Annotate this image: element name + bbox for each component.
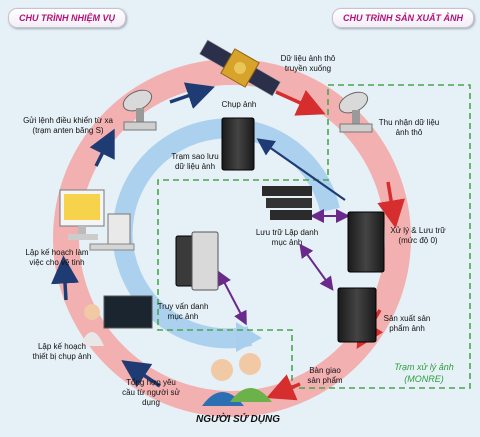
mission-cycle-header: CHU TRÌNH NHIỆM VỤ bbox=[8, 8, 126, 28]
server-icon bbox=[337, 287, 377, 343]
label-aggregate: Tổng hợp yêu cầu từ người sử dụng bbox=[122, 378, 180, 407]
server-icon bbox=[347, 211, 385, 273]
label-send-command: Gửi lệnh điều khiển từ xa (trạm anten bă… bbox=[23, 116, 113, 135]
server-icon bbox=[262, 186, 312, 220]
station-box bbox=[157, 84, 471, 389]
navy-arrow-4 bbox=[121, 360, 161, 388]
purple-arrow-2 bbox=[299, 243, 334, 291]
label-plan-satellite: Lập kế hoạch làm việc cho vệ tinh bbox=[25, 248, 89, 267]
label-deliver: Bàn giao sản phẩm bbox=[307, 366, 343, 385]
label-query-catalog: Truy vấn danh mục ảnh bbox=[157, 302, 209, 321]
production-cycle-header: CHU TRÌNH SẢN XUẤT ẢNH bbox=[332, 8, 474, 28]
label-plan-camera: Lập kế hoạch thiết bị chụp ảnh bbox=[32, 342, 92, 361]
label-process-store: Xử lý & Lưu trữ (mức độ 0) bbox=[390, 226, 446, 245]
station-title: Trạm xử lý ảnh bbox=[394, 362, 454, 372]
red-arrow-1 bbox=[275, 90, 326, 116]
navy-arrow-1 bbox=[169, 82, 215, 109]
label-backup-station: Trạm sao lưu dữ liệu ảnh bbox=[171, 152, 219, 171]
users-label: NGƯỜI SỬ DỤNG bbox=[196, 414, 280, 425]
computer-icon bbox=[59, 189, 135, 251]
operator-icon bbox=[80, 295, 153, 346]
server-icon bbox=[221, 117, 255, 171]
label-satellite-data: Dữ liệu ảnh thô truyền xuống bbox=[280, 54, 336, 73]
navy-arrow-3 bbox=[51, 255, 80, 301]
navy-arrow-2 bbox=[89, 128, 115, 167]
label-capture: Chụp ảnh bbox=[221, 100, 257, 109]
users-icon bbox=[202, 353, 272, 406]
inner-ring-arrowhead bbox=[236, 322, 262, 352]
red-arrow-4 bbox=[266, 374, 301, 401]
station-subtitle: (MONRE) bbox=[404, 374, 444, 384]
antenna-dish-icon bbox=[122, 89, 157, 131]
inner-ring bbox=[112, 118, 340, 349]
label-store-catalog: Lưu trữ Lập danh mục ảnh bbox=[255, 228, 319, 247]
purple-arrow-3 bbox=[218, 270, 247, 326]
navy-arrow-backup bbox=[256, 138, 346, 201]
label-receive: Thu nhận dữ liệu ảnh thô bbox=[378, 118, 440, 137]
satellite-icon bbox=[199, 39, 281, 97]
antenna-dish-icon bbox=[338, 91, 373, 133]
red-arrow-2 bbox=[377, 181, 405, 229]
label-produce: Sản xuất sản phẩm ảnh bbox=[383, 314, 431, 333]
server-icon bbox=[175, 231, 219, 291]
